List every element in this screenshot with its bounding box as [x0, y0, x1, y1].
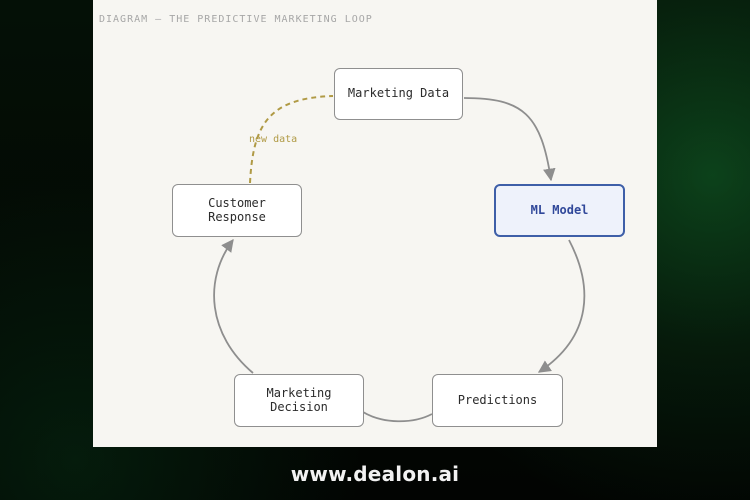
connector-predictions-to-decision: [362, 411, 433, 423]
marketing-decision-node: Marketing Decision: [234, 374, 364, 427]
new-data-label: new data: [249, 134, 298, 145]
arrow-data-to-model: [463, 97, 556, 182]
diagram-title: DIAGRAM — THE PREDICTIVE MARKETING LOOP: [99, 14, 373, 25]
arrow-model-to-predictions: [537, 239, 586, 373]
predictions-node: Predictions: [432, 374, 563, 427]
brand-url: www.dealon.ai: [290, 462, 460, 486]
ml-model-node: ML Model: [494, 184, 625, 237]
arrow-decision-to-response: [213, 238, 254, 374]
diagram-panel: DIAGRAM — THE PREDICTIVE MARKETING LOOP …: [93, 0, 657, 447]
marketing-data-node: Marketing Data: [334, 68, 463, 120]
diagram-connectors: [213, 95, 586, 423]
customer-response-node: Customer Response: [172, 184, 302, 237]
dashed-feedback-arrow: [249, 95, 334, 184]
